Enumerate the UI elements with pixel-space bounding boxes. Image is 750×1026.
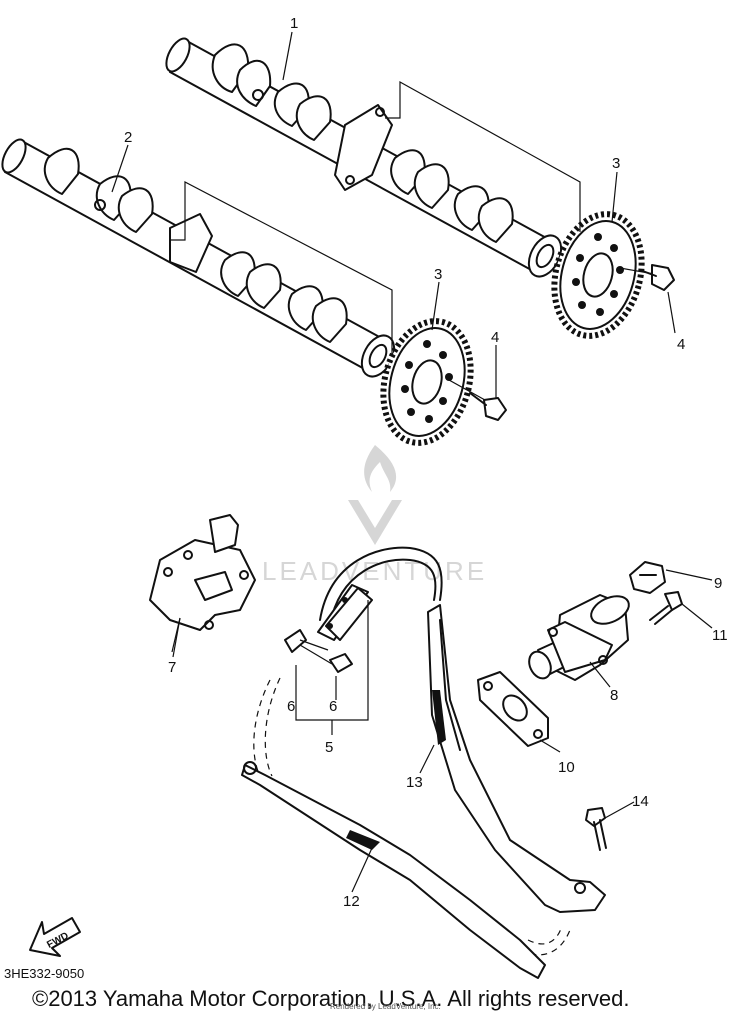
callout-11: 11 xyxy=(712,627,728,644)
part-code: 3HE332-9050 xyxy=(4,966,85,981)
watermark-logo: LEADVENTURE xyxy=(262,445,487,586)
callout-5: 5 xyxy=(325,739,333,756)
copyright-notice: ©2013 Yamaha Motor Corporation, U.S.A. A… xyxy=(32,986,630,1011)
camshaft-1 xyxy=(165,37,563,278)
callout-7: 7 xyxy=(168,659,176,676)
leader-lines xyxy=(111,31,713,893)
callout-3-lower: 3 xyxy=(434,266,442,283)
forward-arrow-icon: FWD xyxy=(29,917,81,957)
watermark-text: LEADVENTURE xyxy=(262,556,487,586)
guide-bolt-14 xyxy=(585,807,607,851)
callout-14: 14 xyxy=(632,793,649,810)
sprocket-bolt-upper xyxy=(619,264,675,291)
chain-guide-13 xyxy=(427,604,606,913)
chain-guide-top-7 xyxy=(149,514,256,653)
callout-numbers: 1 2 3 3 4 4 7 6 6 5 8 9 11 10 13 14 12 xyxy=(124,15,728,910)
callout-6-left: 6 xyxy=(287,698,295,715)
callout-6-right: 6 xyxy=(329,698,337,715)
callout-3-upper: 3 xyxy=(612,155,620,172)
callout-13: 13 xyxy=(406,774,423,791)
rendered-by-note: Rendered by LeadVenture, Inc. xyxy=(330,1002,441,1011)
cam-sprocket-lower xyxy=(380,318,474,446)
tensioner-bolt-11 xyxy=(649,591,683,625)
callout-1: 1 xyxy=(290,15,298,32)
tensioner-gasket-10 xyxy=(477,671,549,747)
callout-10: 10 xyxy=(558,759,575,776)
callout-9: 9 xyxy=(714,575,722,592)
cam-chain xyxy=(253,546,571,956)
callout-8: 8 xyxy=(610,687,618,704)
callout-4-lower: 4 xyxy=(491,329,499,346)
callout-12: 12 xyxy=(343,893,360,910)
callout-2: 2 xyxy=(124,129,132,146)
sprocket-bolt-lower xyxy=(448,379,507,421)
chain-tensioner-8 xyxy=(528,594,630,681)
tensioner-cap-bolt-9 xyxy=(629,561,666,594)
reference-lines xyxy=(170,80,581,355)
cam-sprocket-upper xyxy=(551,211,645,339)
bracket-lines-5-6 xyxy=(295,600,369,735)
chain-joint-link xyxy=(284,584,373,673)
callout-4-upper: 4 xyxy=(677,336,685,353)
chain-guide-12 xyxy=(241,761,546,979)
